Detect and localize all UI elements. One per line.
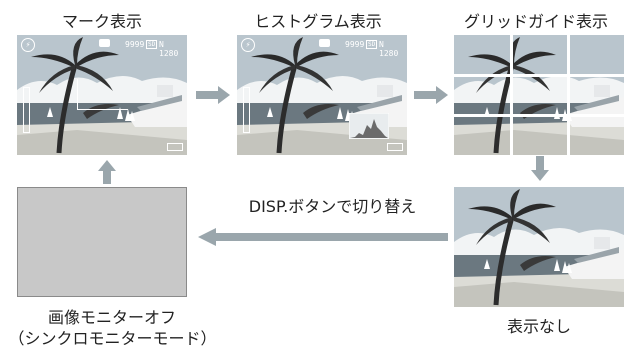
grid-line-vertical-1 — [510, 35, 513, 155]
arrow-left-long-icon — [198, 228, 448, 246]
disp-button-caption: DISP.ボタンで切り替え — [248, 197, 417, 216]
monitor-off-panel — [17, 187, 187, 297]
camera-mode-icon — [99, 39, 110, 47]
flash-off-icon: ⚡ — [21, 38, 35, 52]
sync-monitor-mode-label: （シンクロモニターモード） — [8, 329, 217, 348]
mark-display-panel: ⚡ 9999 SD N 1280 — [17, 35, 187, 155]
camera-mode-icon — [319, 39, 330, 47]
no-display-panel — [454, 187, 624, 307]
arrow-right-1-icon — [196, 86, 230, 104]
zoom-bar-icon — [243, 87, 250, 133]
arrow-right-2-icon — [414, 86, 448, 104]
shots-remaining: 9999 — [125, 40, 145, 49]
zoom-bar-icon — [23, 87, 30, 133]
grid-guide-display-panel — [454, 35, 624, 155]
grid-guide-display-label: グリッドガイド表示 — [463, 12, 608, 31]
histogram-display-label: ヒストグラム表示 — [254, 12, 382, 31]
histogram-display-panel: ⚡ 9999 SD N 1280 — [237, 35, 407, 155]
grid-line-horizontal-1 — [454, 74, 624, 77]
monitor-off-label: 画像モニターオフ — [47, 308, 176, 327]
no-display-label: 表示なし — [506, 317, 571, 336]
sd-card-badge: SD — [146, 40, 158, 49]
grid-line-horizontal-2 — [454, 114, 624, 117]
grid-line-vertical-2 — [567, 35, 570, 155]
battery-icon — [167, 143, 183, 151]
beach-scene-image — [454, 187, 624, 307]
histogram-graph — [349, 113, 389, 139]
mark-display-label: マーク表示 — [61, 12, 142, 31]
beach-scene-image — [454, 35, 624, 155]
sd-card-badge: SD — [366, 40, 378, 49]
arrow-up-icon — [98, 160, 116, 184]
image-size-indicator: N 1280 — [379, 40, 399, 58]
focus-mark-icon — [77, 79, 128, 110]
arrow-down-icon — [531, 156, 549, 181]
flash-off-icon: ⚡ — [241, 38, 255, 52]
shots-remaining: 9999 — [345, 40, 365, 49]
battery-icon — [387, 143, 403, 151]
image-size-indicator: N 1280 — [159, 40, 179, 58]
